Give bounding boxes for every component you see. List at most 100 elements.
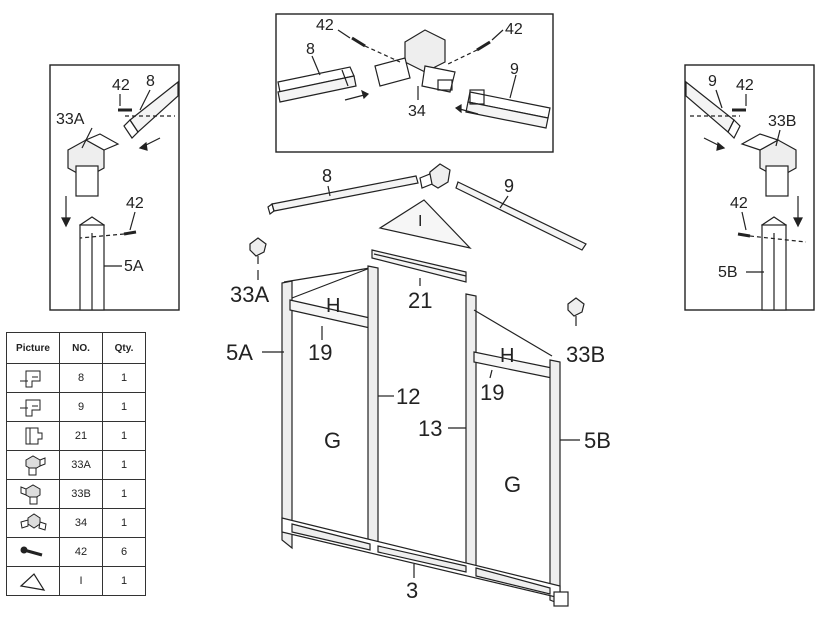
- table-cell-qty: 1: [102, 392, 146, 422]
- callout-label: 8: [146, 73, 155, 90]
- post-12: [367, 265, 379, 549]
- table-cell-picture: [6, 479, 60, 509]
- callout-label: 42: [730, 195, 748, 212]
- post-5a: [78, 216, 106, 311]
- connector-33b-icon: [20, 484, 41, 505]
- callout-label: 12: [396, 384, 420, 409]
- arrow-icon: [454, 103, 479, 115]
- arrow-icon: [138, 137, 161, 151]
- table-cell-qty: 6: [102, 537, 146, 567]
- callout-label: I: [418, 213, 422, 230]
- bolt-icon: [79, 230, 137, 239]
- callout-label: 33A: [56, 111, 85, 128]
- triangle-panel-i: [378, 199, 472, 250]
- table-row: 21 1: [6, 421, 146, 451]
- column-header-no: NO.: [59, 332, 103, 364]
- table-cell-qty: 1: [102, 566, 146, 596]
- bolt-icon: [20, 546, 43, 557]
- callout-label: 9: [510, 61, 519, 78]
- bar-8: [267, 202, 275, 216]
- callout-label: 21: [408, 288, 432, 313]
- connector-34: [374, 57, 411, 87]
- callout-label: H: [326, 295, 340, 317]
- arrow-icon: [344, 89, 370, 101]
- table-cell-picture: [6, 537, 60, 567]
- bar-9: [455, 181, 587, 251]
- table-cell-no: 33A: [59, 450, 103, 480]
- callout-label: 33A: [230, 282, 269, 307]
- callout-label: 5A: [226, 340, 253, 365]
- table-row: 34 1: [6, 508, 146, 538]
- diagram-labels: 42 42 8 9 34 42 8 33A 42 5A 9 42 33B 42 …: [56, 17, 796, 603]
- post-5b: [760, 216, 788, 311]
- table-cell-qty: 1: [102, 421, 146, 451]
- bar-8-profile: [277, 75, 357, 103]
- bolt-icon: [351, 36, 401, 63]
- callout-label: 5B: [718, 264, 738, 281]
- arrow-icon: [793, 196, 803, 228]
- bar-9-profile: [465, 101, 549, 129]
- connector-33b: [740, 133, 797, 197]
- base-rail-3: [281, 517, 569, 607]
- callout-label: 5B: [584, 428, 611, 453]
- table-row: 8 1: [6, 363, 146, 393]
- main-assembly: [249, 163, 587, 607]
- table-row: 33B 1: [6, 479, 146, 509]
- callout-label: 13: [418, 416, 442, 441]
- table-cell-picture: [6, 421, 60, 451]
- bolt-icon: [447, 40, 491, 65]
- callout-label: 19: [308, 340, 332, 365]
- callout-label: H: [500, 345, 514, 367]
- table-cell-no: 21: [59, 421, 103, 451]
- callout-label: 3: [406, 578, 418, 603]
- connector-34: [421, 65, 456, 93]
- table-row: 9 1: [6, 392, 146, 422]
- left-detail-box: [49, 64, 180, 311]
- table-row: 33A 1: [6, 450, 146, 480]
- table-cell-no: 9: [59, 392, 103, 422]
- arrow-icon: [61, 196, 71, 228]
- right-detail-box: [684, 64, 815, 311]
- bar-profile-9-icon: [20, 399, 41, 417]
- table-cell-qty: 1: [102, 508, 146, 538]
- callout-label: 42: [112, 77, 130, 94]
- side-frame-left: [281, 267, 371, 550]
- bar-9-profile: [727, 118, 741, 140]
- table-cell-picture: [6, 566, 60, 596]
- table-row: I 1: [6, 566, 146, 596]
- table-row: 42 6: [6, 537, 146, 567]
- table-cell-picture: [6, 508, 60, 538]
- table-cell-qty: 1: [102, 479, 146, 509]
- table-cell-no: I: [59, 566, 103, 596]
- bar-profile-8-icon: [20, 370, 41, 388]
- callout-label: 8: [306, 41, 315, 58]
- table-cell-picture: [6, 392, 60, 422]
- bar-21: [371, 249, 467, 283]
- callout-label: 33B: [768, 113, 796, 130]
- table-cell-no: 8: [59, 363, 103, 393]
- callout-label: 8: [322, 166, 332, 186]
- bar-profile-21-icon: [25, 427, 43, 445]
- table-cell-no: 33B: [59, 479, 103, 509]
- callout-label: 42: [126, 195, 144, 212]
- triangle-panel-icon: [19, 573, 46, 591]
- callout-label: 9: [708, 73, 717, 90]
- column-header-qty: Qty.: [102, 332, 146, 364]
- connector-33b: [567, 297, 585, 326]
- top-detail-box: [275, 13, 554, 153]
- callout-label: G: [504, 472, 521, 497]
- callout-label: 34: [408, 103, 426, 120]
- callout-label: 19: [480, 380, 504, 405]
- callout-label: 42: [316, 17, 334, 34]
- table-cell-no: 42: [59, 537, 103, 567]
- table-cell-qty: 1: [102, 363, 146, 393]
- callout-label: 33B: [566, 342, 605, 367]
- parts-table: Picture NO. Qty. 8 1 9 1 21 1 33A 1 33B: [6, 332, 146, 596]
- connector-34-icon: [20, 513, 47, 531]
- table-cell-qty: 1: [102, 450, 146, 480]
- column-header-picture: Picture: [6, 332, 60, 364]
- table-cell-picture: [6, 450, 60, 480]
- bar-8: [271, 175, 419, 212]
- table-header-row: Picture NO. Qty.: [6, 332, 146, 364]
